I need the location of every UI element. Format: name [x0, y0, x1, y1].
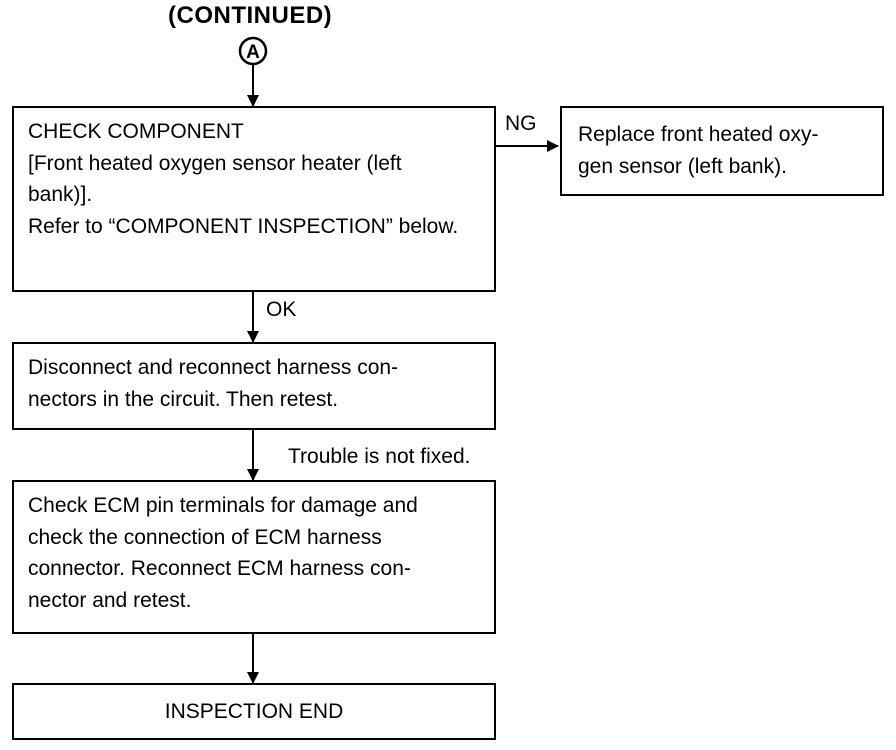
ok-label: OK — [266, 298, 297, 321]
inspection-end-text: INSPECTION END — [164, 699, 344, 723]
ecm-check-text: Check ECM pin terminals for damage and c… — [28, 494, 418, 612]
replace-sensor-box: Replace front heated oxy- gen sensor (le… — [560, 106, 884, 196]
ecm-check-box: Check ECM pin terminals for damage and c… — [12, 480, 496, 634]
continued-title: (CONTINUED) — [168, 2, 333, 29]
replace-sensor-text: Replace front heated oxy- gen sensor (le… — [578, 123, 819, 178]
reconnect-harness-text: Disconnect and reconnect harness con- ne… — [28, 356, 399, 411]
connector-a-letter: A — [246, 42, 260, 63]
connector-a-symbol: A — [238, 36, 268, 66]
inspection-end-box: INSPECTION END — [12, 683, 496, 740]
check-component-box: CHECK COMPONENT [Front heated oxygen sen… — [12, 106, 496, 292]
not-fixed-label: Trouble is not fixed. — [288, 445, 471, 468]
reconnect-harness-box: Disconnect and reconnect harness con- ne… — [12, 342, 496, 430]
ng-label: NG — [505, 112, 537, 135]
check-component-text: CHECK COMPONENT [Front heated oxygen sen… — [28, 120, 459, 238]
